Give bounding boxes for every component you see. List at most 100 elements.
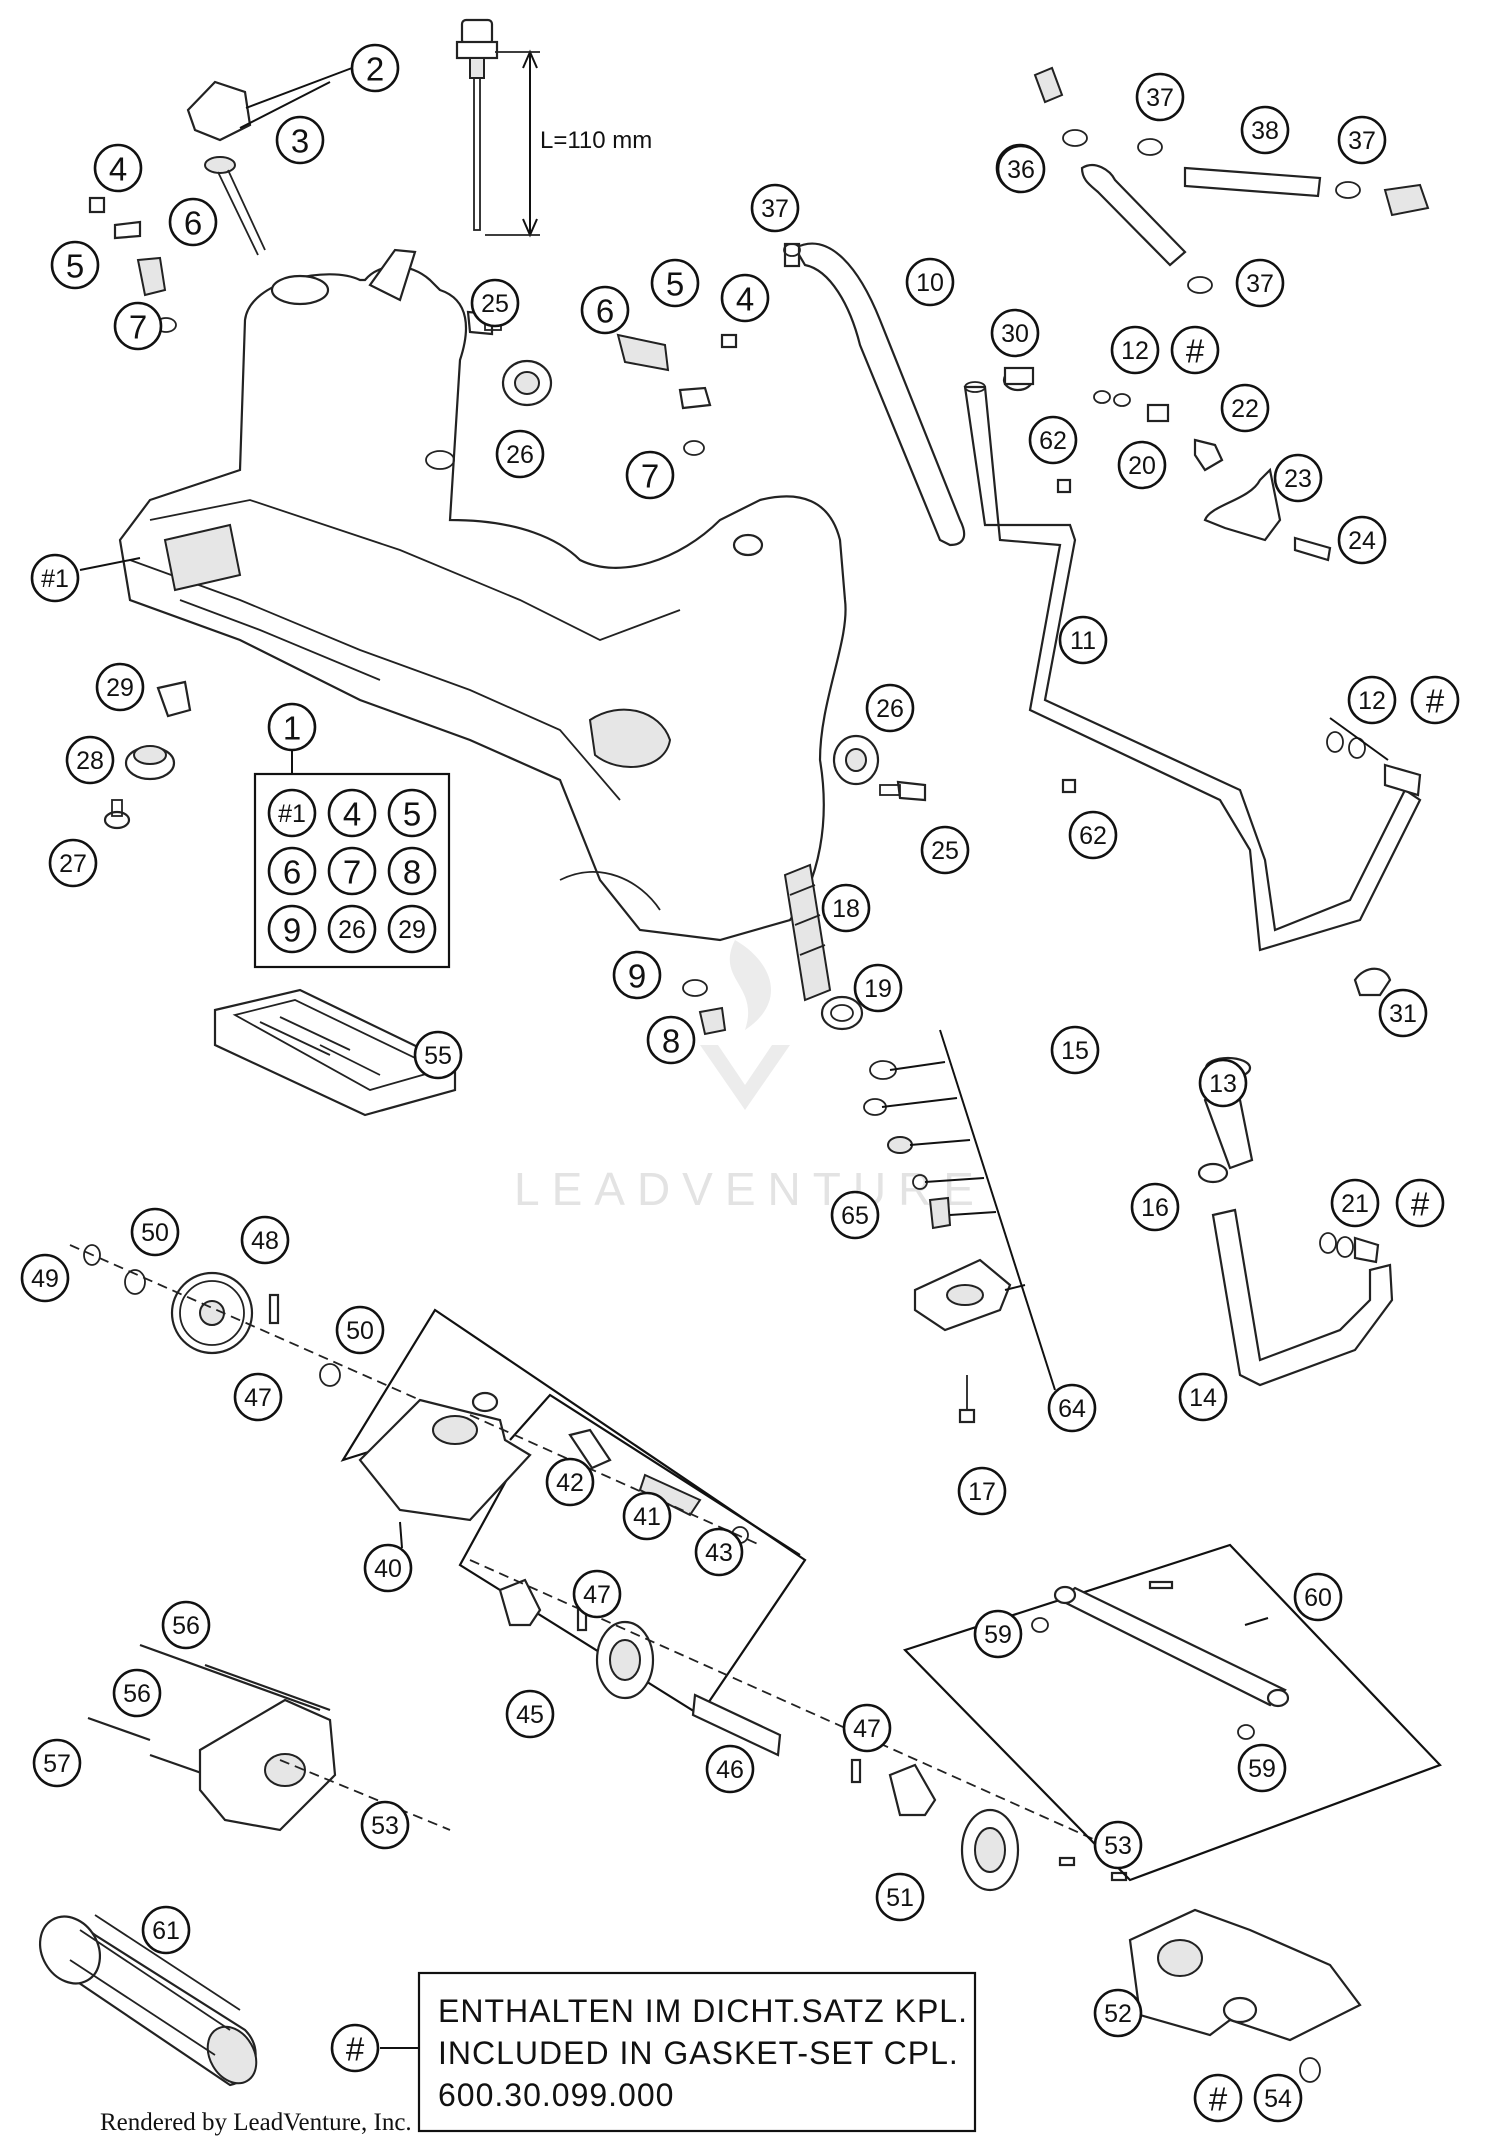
callout-label: 10: [916, 269, 944, 297]
kit-item: 9: [267, 904, 317, 954]
callout-37: 37: [1337, 115, 1387, 165]
callout-label: 49: [31, 1265, 59, 1293]
callout-13: 13: [1198, 1058, 1248, 1108]
note-line-1: ENTHALTEN IM DICHT.SATZ KPL.: [438, 1993, 968, 2029]
callout-37: 37: [1235, 258, 1285, 308]
callout-label: 51: [886, 1884, 914, 1912]
oil-tank: [118, 248, 847, 942]
callout-7: 7: [625, 450, 675, 500]
callout-43: 43: [694, 1527, 744, 1577]
kit-item: 5: [387, 788, 437, 838]
callout-label: 28: [76, 747, 104, 775]
drain-plug-upper: [466, 310, 553, 407]
callout-17: 17: [957, 1466, 1007, 1516]
callout-24: 24: [1337, 515, 1387, 565]
callout-62: 62: [1068, 810, 1118, 860]
callout-label: 5: [66, 248, 84, 285]
callout-61: 61: [141, 1905, 191, 1955]
callout-label: 62: [1039, 427, 1067, 455]
callout-label: 57: [43, 1750, 71, 1778]
callout-19: 19: [853, 963, 903, 1013]
callout-56: 56: [161, 1600, 211, 1650]
callout-label: 46: [716, 1756, 744, 1784]
callout-label: 4: [736, 281, 754, 318]
callout-4: 4: [720, 273, 770, 323]
callout-label: 64: [1058, 1395, 1086, 1423]
oil-pump-housing: [1128, 1908, 1362, 2083]
callout-label: 20: [1128, 452, 1156, 480]
callout-6: 6: [580, 285, 630, 335]
callout-label: 37: [761, 195, 789, 223]
callout-47: 47: [572, 1569, 622, 1619]
callout-label: 59: [984, 1621, 1012, 1649]
callout-label: #: [1411, 1186, 1430, 1223]
svg-text:4: 4: [343, 796, 361, 833]
callout-label: 26: [876, 695, 904, 723]
dipstick-length-label: L=110 mm: [540, 127, 652, 154]
callout-label: 60: [1304, 1584, 1332, 1612]
callout-label: 12: [1358, 687, 1386, 715]
callout-label: #: [1186, 333, 1205, 370]
callout-label: 50: [141, 1219, 169, 1247]
callout-label: #1: [41, 565, 69, 593]
svg-text:9: 9: [283, 912, 301, 949]
callout-label: 47: [244, 1384, 272, 1412]
pipe-mount-parts: [1002, 366, 1332, 794]
callout-label: 30: [1001, 320, 1029, 348]
callout-label: 23: [1284, 465, 1312, 493]
svg-text:1: 1: [283, 710, 301, 747]
kit-item: 6: [267, 846, 317, 896]
callout-label: #: [1426, 683, 1445, 720]
callout-label: 36: [1007, 156, 1035, 184]
callout-label: 4: [109, 151, 127, 188]
callout-label: 47: [583, 1581, 611, 1609]
callout-62: 62: [1028, 415, 1078, 465]
kit-item: #1: [267, 788, 317, 838]
callout-label: 50: [346, 1317, 374, 1345]
svg-text:#1: #1: [278, 800, 306, 828]
kit-item: 26: [327, 904, 377, 954]
callout-26: 26: [865, 683, 915, 733]
callout-25: 25: [920, 825, 970, 875]
callout-label: 59: [1248, 1755, 1276, 1783]
callout-12: 12: [1110, 325, 1160, 375]
callout-label: 12: [1121, 337, 1149, 365]
drain-plug-lower: [832, 734, 927, 802]
clip-31: [1353, 967, 1392, 997]
vent-hoses: [783, 66, 1430, 294]
callout-55: 55: [413, 1030, 463, 1080]
callout-31: 31: [1378, 988, 1428, 1038]
callout-label: 22: [1231, 395, 1259, 423]
callout-label: 26: [506, 441, 534, 469]
callout-label: 21: [1341, 1190, 1369, 1218]
callout-41: 41: [622, 1491, 672, 1541]
callout-layer: 234567#12526654737103737383736373012#622…: [20, 43, 1460, 2123]
oil-hose-10: [783, 242, 966, 547]
callout-38: 38: [1240, 105, 1290, 155]
callout-label: #: [346, 2031, 365, 2068]
callout-label: 7: [129, 309, 147, 346]
watermark-logo: [700, 940, 790, 1110]
svg-text:5: 5: [403, 796, 421, 833]
callout-65: 65: [830, 1190, 880, 1240]
callout-23: 23: [1273, 453, 1323, 503]
oil-filler-cap: [186, 80, 266, 256]
kit-item: 4: [327, 788, 377, 838]
callout-label: 18: [832, 895, 860, 923]
svg-text:26: 26: [338, 916, 366, 944]
callout-53: 53: [1093, 1820, 1143, 1870]
callout-14: 14: [1178, 1372, 1228, 1422]
callout-7: 7: [113, 301, 163, 351]
callout-3: 3: [275, 115, 325, 165]
valve-assembly-64: [863, 1029, 1056, 1424]
callout-label: 25: [931, 837, 959, 865]
callout-label: 54: [1264, 2085, 1292, 2113]
callout-label: 6: [184, 205, 202, 242]
pump-cover-bolts: [87, 1643, 451, 1832]
callout-21: 21: [1330, 1178, 1380, 1228]
callout-8: 8: [646, 1015, 696, 1065]
callout-label: #: [1209, 2081, 1228, 2118]
callout-30: 30: [990, 308, 1040, 358]
callout-label: 13: [1209, 1070, 1237, 1098]
